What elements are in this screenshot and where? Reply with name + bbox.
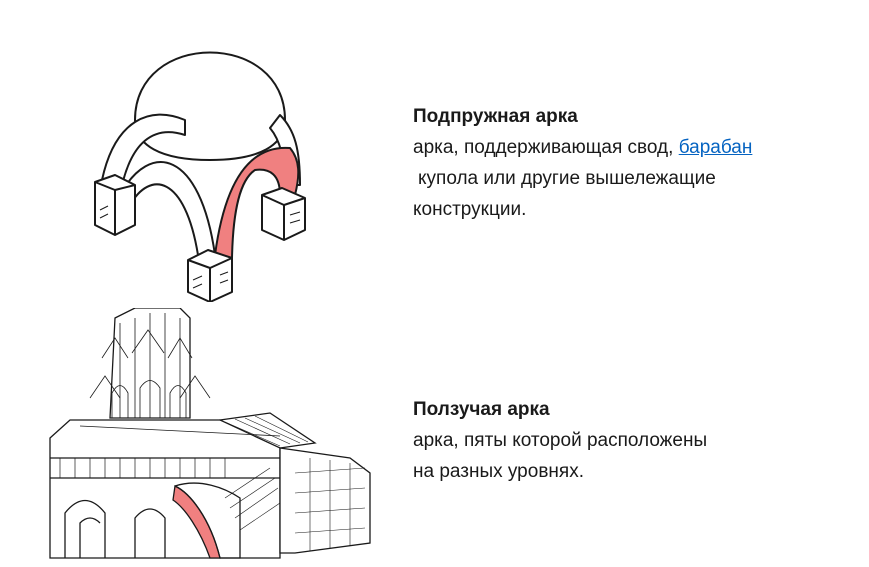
definition-line: на разных уровнях. xyxy=(413,461,584,482)
creeping-arch-definition: Ползучая арка арка, пяты которой располо… xyxy=(413,394,853,487)
dome-shape xyxy=(134,51,286,161)
left-arch xyxy=(101,113,186,196)
term-heading: Ползучая арка xyxy=(413,399,550,420)
drum-link[interactable]: барабан xyxy=(678,137,753,158)
side-gallery xyxy=(279,447,371,554)
term-heading: Подпружная арка xyxy=(413,106,578,127)
supporting-arch-definition: Подпружная арка арка, поддерживающая сво… xyxy=(413,101,853,225)
definition-line: арка, поддерживающая свод, барабан xyxy=(413,132,853,163)
definition-line: купола или другие вышележащие xyxy=(418,168,716,189)
dome-arch-illustration xyxy=(94,51,306,302)
church-creeping-arch-illustration xyxy=(49,308,371,559)
definition-text: арка, поддерживающая свод, xyxy=(413,137,674,158)
definition-line: арка, пяты которой расположены xyxy=(413,430,708,451)
definition-line: конструкции. xyxy=(413,199,527,220)
